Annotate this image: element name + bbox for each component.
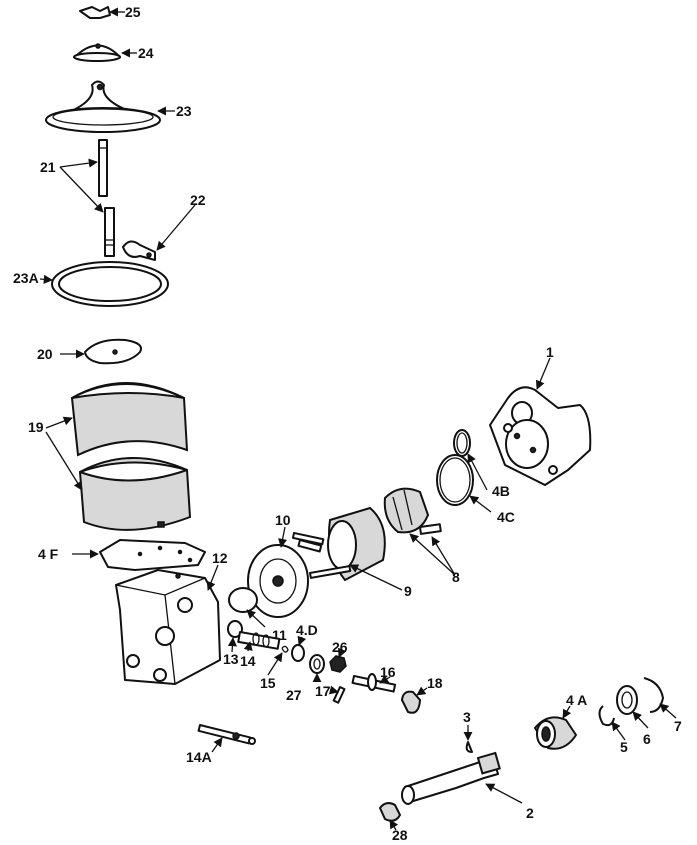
nut-part — [329, 655, 347, 673]
leader-5 — [611, 721, 626, 741]
o-ring-4d-part — [291, 644, 305, 662]
leader-17 — [328, 685, 339, 695]
rotor-part — [383, 487, 442, 535]
leader-18 — [416, 686, 428, 696]
callout-4d: 4.D — [296, 622, 318, 638]
leader-26 — [338, 647, 347, 658]
callout-22: 22 — [190, 192, 206, 208]
leader-13 — [227, 637, 237, 653]
callout-18: 18 — [427, 675, 443, 691]
rod-part — [98, 139, 115, 257]
callout-4b: 4B — [492, 483, 510, 499]
cover-part — [45, 80, 161, 133]
callout-23a: 23A — [13, 270, 39, 286]
leader-12 — [206, 564, 219, 591]
o-ring-large-part — [436, 454, 474, 506]
leader-7 — [659, 703, 677, 719]
coupling-part — [378, 802, 402, 822]
callout-26: 26 — [332, 639, 348, 655]
leader-21b — [59, 166, 104, 213]
callout-10: 10 — [275, 512, 291, 528]
valve-body-part — [115, 569, 221, 685]
callout-7: 7 — [674, 718, 682, 734]
callout-14a: 14A — [186, 749, 212, 765]
cap-part — [73, 43, 121, 62]
rotor-ring-part — [247, 539, 323, 618]
leader-14a — [211, 737, 223, 753]
leader-15 — [267, 652, 283, 676]
gasket-plate-part — [99, 539, 206, 571]
threaded-rod-part — [197, 724, 256, 745]
leader-22 — [156, 204, 196, 251]
callout-25: 25 — [125, 4, 141, 20]
callout-4a: 4 A — [566, 692, 587, 708]
wing-nut-part — [79, 6, 111, 19]
spool-part — [227, 620, 289, 653]
callout-13: 13 — [223, 651, 239, 667]
leader-14 — [243, 641, 253, 652]
leader-4c — [469, 495, 492, 513]
roll-pin-part — [332, 686, 346, 704]
key-part — [465, 741, 473, 753]
leader-19a — [45, 416, 73, 429]
callout-9: 9 — [404, 583, 412, 599]
callout-23: 23 — [176, 103, 192, 119]
bearing-part — [533, 716, 578, 750]
leader-21a — [59, 158, 98, 168]
callout-6: 6 — [643, 731, 651, 747]
leader-1 — [535, 357, 551, 390]
leader-4a — [562, 705, 572, 719]
o-ring-small-part — [453, 429, 471, 457]
leader-2 — [485, 783, 523, 804]
pump-housing-part — [489, 386, 592, 486]
callout-16: 16 — [380, 664, 396, 680]
thrust-washer-part — [616, 685, 638, 715]
callout-20: 20 — [37, 346, 53, 362]
filter-shell-part — [70, 382, 192, 531]
leader-16 — [379, 674, 391, 684]
leader-10 — [278, 526, 288, 548]
drive-shaft-part — [401, 751, 501, 805]
callout-21: 21 — [40, 159, 56, 175]
callout-15: 15 — [260, 675, 276, 691]
callout-5: 5 — [620, 739, 628, 755]
callout-14: 14 — [240, 653, 256, 669]
callout-4c: 4C — [497, 509, 515, 525]
clip-part — [122, 240, 156, 261]
callout-8: 8 — [452, 569, 460, 585]
callout-17: 17 — [315, 683, 331, 699]
washer-part — [309, 654, 325, 674]
callout-3: 3 — [463, 709, 471, 725]
leader-4b — [467, 453, 488, 491]
leader-9 — [349, 564, 403, 591]
callout-2: 2 — [526, 805, 534, 821]
pin-shaft-part — [351, 673, 397, 693]
cup-part — [228, 587, 258, 613]
callout-28: 28 — [392, 827, 408, 843]
leader-8b — [431, 536, 456, 576]
leader-11 — [246, 609, 266, 628]
callout-4f: 4 F — [38, 546, 59, 562]
housing-part — [291, 506, 386, 582]
leader-8a — [409, 533, 456, 576]
callout-19: 19 — [28, 419, 44, 435]
leader-23a — [39, 274, 53, 284]
leader-19b — [45, 431, 83, 491]
knob-part — [400, 690, 422, 714]
leader-6 — [632, 711, 649, 729]
callout-27: 27 — [286, 687, 302, 703]
gasket-ring-part — [51, 261, 169, 307]
callout-12: 12 — [212, 550, 228, 566]
retaining-ring-part — [643, 677, 664, 713]
leader-4d — [297, 635, 307, 646]
plate-part — [84, 338, 142, 365]
callout-24: 24 — [138, 45, 154, 61]
callout-1: 1 — [546, 344, 554, 360]
leader-28 — [389, 819, 399, 831]
